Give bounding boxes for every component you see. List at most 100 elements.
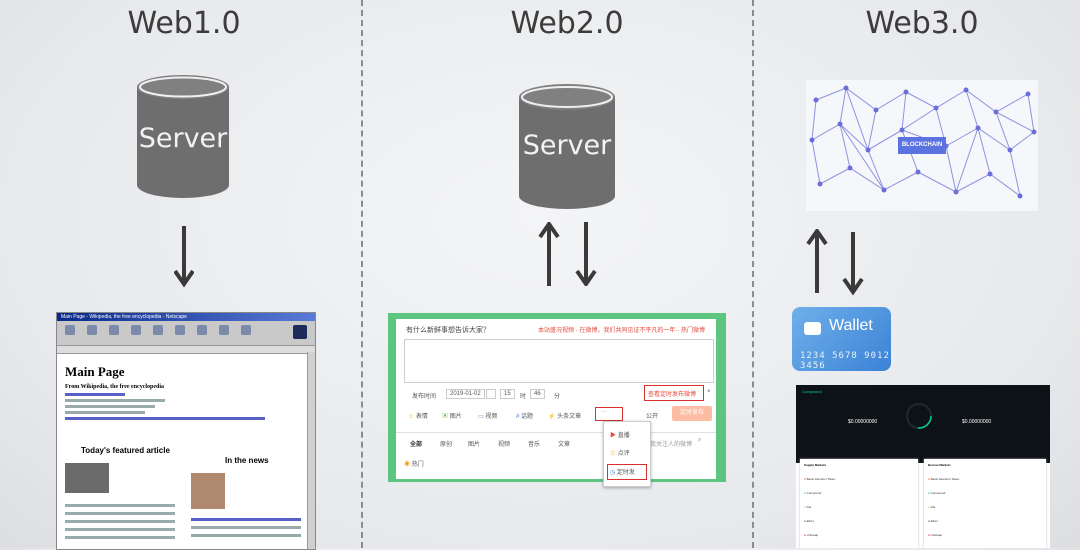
calendar-icon[interactable] (486, 389, 496, 399)
stop-icon (241, 325, 251, 335)
tab-original[interactable]: 原创 (440, 442, 453, 448)
trending-links[interactable]: 本站盛况视频 · 在微博，我们共同见证不平凡的一年·· 热门微博 (538, 328, 705, 334)
publish-date-field[interactable]: 2019-01-02 (446, 389, 485, 399)
news-image (191, 473, 225, 509)
bat-icon: ● (804, 477, 806, 481)
tab-articles[interactable]: 文章 (558, 442, 571, 448)
forward-icon (87, 325, 97, 335)
more-button[interactable]: ··· (601, 409, 607, 415)
web2-title: Web2.0 (510, 6, 624, 41)
comp-icon: ● (804, 491, 806, 495)
compound-logo: Compound (802, 389, 822, 394)
asset-row[interactable]: ● Dai (928, 505, 936, 509)
wallet-card: Wallet 1234 5678 9012 3456 (792, 307, 891, 371)
hour-unit: 时 (520, 394, 527, 400)
hashtag-icon: # (516, 414, 520, 420)
up-arrow-icon (538, 222, 560, 286)
blockchain-network-image: BLOCKCHAIN (806, 80, 1038, 211)
wallet-label: Wallet (829, 317, 873, 334)
more-popup-menu: ▶ 直播 ☆ 点评 ◷ 定时发 (603, 421, 651, 487)
menu-item-review[interactable]: ☆ 点评 (610, 451, 630, 457)
bat-icon: ● (928, 477, 930, 481)
reload-icon (109, 325, 119, 335)
fire-icon: ◉ (404, 462, 411, 468)
page-body: Main Page From Wikipedia, the free encyc… (57, 354, 315, 427)
server-label: Server (138, 123, 228, 154)
news-heading: In the news (225, 456, 269, 465)
clock-icon: ◷ (610, 470, 616, 476)
blockchain-badge: BLOCKCHAIN (898, 137, 946, 154)
asset-row[interactable]: ● Basic Attention Token (928, 477, 960, 481)
back-icon (65, 325, 75, 335)
minute-select[interactable]: 46 (530, 389, 545, 399)
search-icon[interactable]: ⌕ (698, 437, 702, 443)
hot-label: ◉ 热门 (404, 462, 424, 468)
column-divider-right (752, 0, 754, 548)
down-arrow-icon (842, 232, 864, 296)
live-icon: ▶ (610, 433, 617, 439)
up-arrow-icon (806, 229, 828, 293)
scheduled-posts-link[interactable]: 查看定时发布微博 (648, 392, 697, 398)
net-apy-gauge-icon (906, 403, 932, 429)
scheduled-publish-button[interactable]: 定时发布 (672, 406, 712, 421)
asset-row[interactable]: ● Uniswap (928, 533, 943, 537)
supply-balance: $0.00000000 (848, 419, 878, 425)
asset-row[interactable]: ● Ether (928, 519, 938, 523)
asset-row[interactable]: ● Compound (928, 491, 946, 495)
weibo-post-screenshot: 有什么新鲜事想告诉大家？ 本站盛况视频 · 在微博，我们共同见证不平凡的一年··… (388, 313, 726, 487)
image-button[interactable]: ▣ 图片 (442, 414, 462, 420)
supply-markets-title: Supply Markets (804, 463, 827, 467)
window-titlebar: Main Page - Wikipedia, the free encyclop… (57, 313, 315, 321)
column-divider-left (361, 0, 363, 548)
netscape-wikipedia-screenshot: Main Page - Wikipedia, the free encyclop… (56, 312, 316, 550)
asset-row[interactable]: ● Basic Attention Token (804, 477, 836, 481)
asset-row[interactable]: ● Compound (804, 491, 822, 495)
asset-row[interactable]: ● Uniswap (804, 533, 819, 537)
dashboard-header: Compound $0.00000000 $0.00000000 (796, 385, 1050, 463)
image-icon: ▣ (442, 414, 449, 420)
post-textarea[interactable] (404, 339, 714, 383)
netscape-logo-icon (293, 325, 307, 339)
home-icon (131, 325, 141, 335)
star-icon: ☆ (610, 451, 617, 457)
uni-icon: ● (928, 533, 930, 537)
security-icon (219, 325, 229, 335)
tab-all[interactable]: 全部 (410, 442, 423, 448)
tab-music[interactable]: 音乐 (528, 442, 541, 448)
video-button[interactable]: ▭ 视频 (478, 414, 498, 420)
post-composer: 有什么新鲜事想告诉大家？ 本站盛况视频 · 在微博，我们共同见证不平凡的一年··… (396, 319, 716, 487)
video-icon: ▭ (478, 414, 484, 420)
featured-article-heading: Today's featured article (81, 446, 170, 455)
borrow-balance: $0.00000000 (962, 419, 992, 425)
composer-prompt: 有什么新鲜事想告诉大家？ (406, 327, 490, 334)
menu-item-schedule[interactable]: ◷ 定时发 (610, 470, 635, 476)
print-icon (197, 325, 207, 335)
supply-markets-panel: Supply Markets ● Basic Attention Token ●… (800, 459, 918, 548)
dai-icon: ● (928, 505, 930, 509)
chip-icon (804, 322, 821, 335)
lightning-icon: ⚡ (548, 414, 556, 420)
tab-videos[interactable]: 视频 (498, 442, 511, 448)
database-icon (519, 84, 615, 209)
emoji-icon: ☺ (408, 414, 415, 420)
asset-row[interactable]: ● Dai (804, 505, 812, 509)
web2-server: Server (519, 84, 615, 210)
emoji-button[interactable]: ☺ 表情 (408, 414, 428, 420)
visibility-select[interactable]: 公开 (646, 414, 659, 420)
feed-tabs: 全部 原创 图片 视频 音乐 文章 搜我关注人的微博 ⌕ (396, 432, 716, 455)
down-arrow-icon (174, 226, 194, 288)
eth-icon: ● (928, 519, 930, 523)
menu-item-live[interactable]: ▶ 直播 (610, 433, 630, 439)
asset-row[interactable]: ● Ether (804, 519, 814, 523)
page-title: Main Page (65, 364, 125, 379)
close-icon[interactable]: × (707, 389, 711, 395)
hour-select[interactable]: 15 (500, 389, 515, 399)
topic-button[interactable]: # 话题 (516, 414, 534, 420)
article-button[interactable]: ⚡ 头条文章 (548, 414, 582, 420)
browser-toolbar (57, 321, 315, 346)
scrollbar[interactable] (307, 352, 315, 549)
feed-search-input[interactable]: 搜我关注人的微博 (644, 442, 693, 448)
tab-images[interactable]: 图片 (468, 442, 481, 448)
card-number: 1234 5678 9012 3456 (800, 351, 890, 371)
down-arrow-icon (575, 222, 597, 286)
